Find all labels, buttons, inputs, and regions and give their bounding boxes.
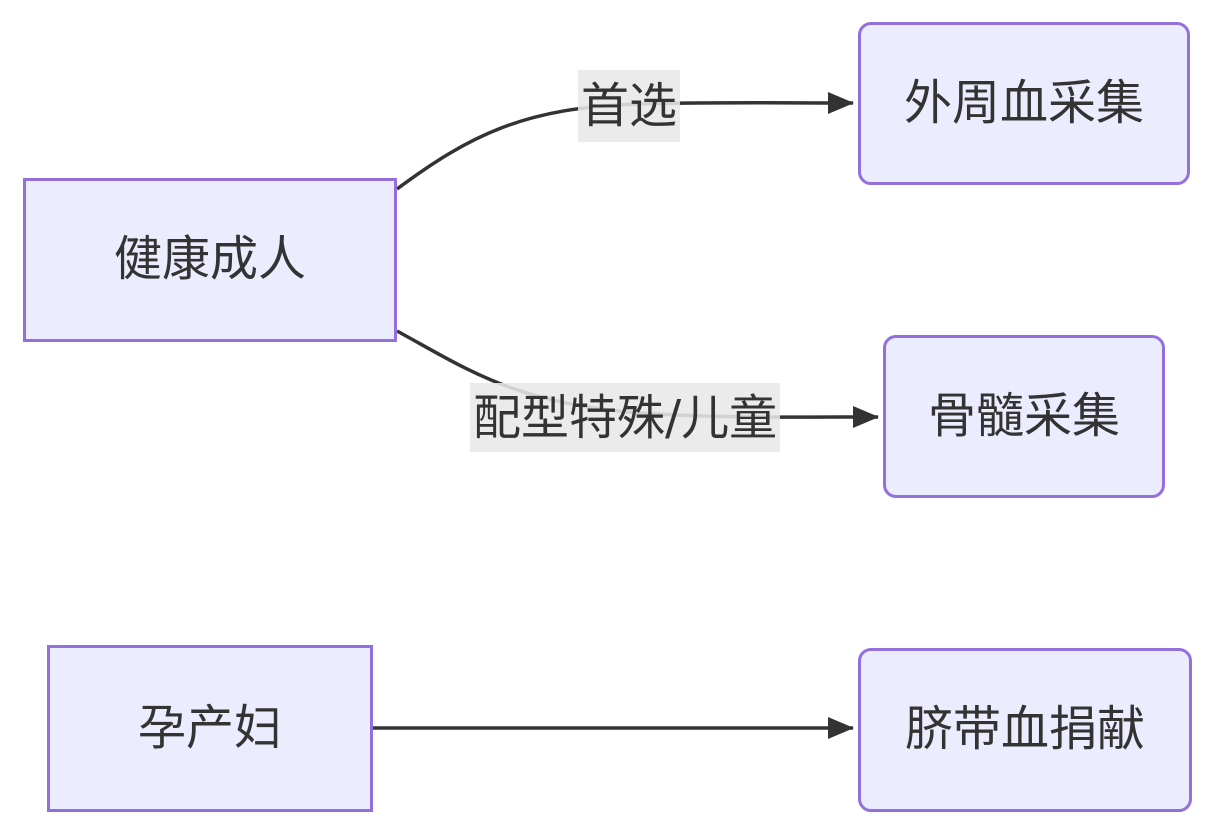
node-healthy-adult-label: 健康成人: [113, 231, 306, 288]
edge-label-preferred-text: 首选: [581, 78, 678, 134]
node-cord-blood-donation: 脐带血捐献: [858, 648, 1192, 812]
node-cord-blood-donation-label: 脐带血捐献: [904, 701, 1145, 758]
node-pregnant-woman-label: 孕产妇: [137, 699, 282, 756]
edge-label-special-matching-children-text: 配型特殊/儿童: [473, 389, 778, 446]
edge-label-preferred: 首选: [578, 70, 681, 142]
node-pregnant-woman: 孕产妇: [47, 645, 373, 812]
node-peripheral-blood-collection-label: 外周血采集: [903, 74, 1144, 131]
edge-label-special-matching-children: 配型特殊/儿童: [470, 383, 781, 452]
node-bone-marrow-collection: 骨髓采集: [883, 335, 1165, 498]
node-healthy-adult: 健康成人: [23, 178, 397, 342]
node-bone-marrow-collection-label: 骨髓采集: [927, 387, 1120, 444]
node-peripheral-blood-collection: 外周血采集: [858, 22, 1190, 185]
